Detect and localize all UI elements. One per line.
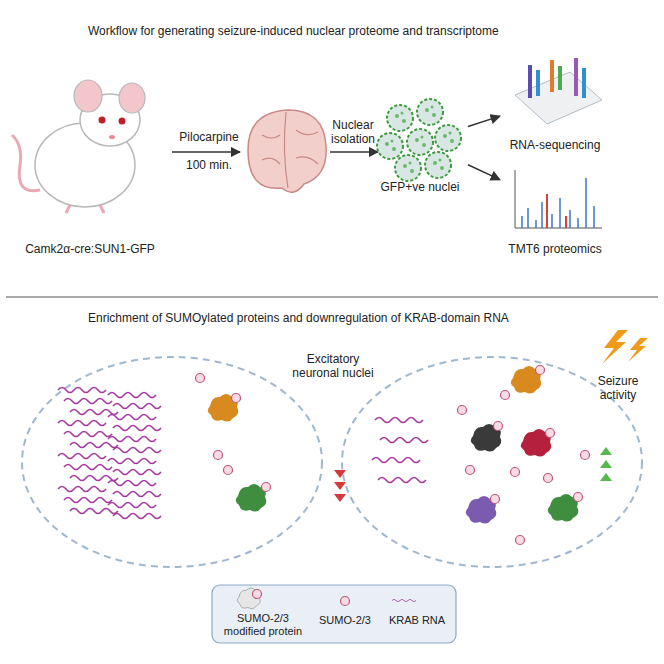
- brain: [248, 110, 326, 192]
- divider: [6, 297, 658, 298]
- rna-strand: [372, 458, 420, 463]
- rna-strand: [70, 476, 118, 481]
- node-label: GFP+ve nuclei: [380, 180, 459, 194]
- node-label: TMT6 proteomics: [508, 242, 601, 256]
- rna-strand: [64, 399, 112, 404]
- illustration-node: RNA-sequencing: [500, 54, 610, 152]
- rna-strand: [58, 421, 106, 426]
- legend-label: SUMO-2/3: [308, 614, 382, 627]
- krab-rna: [58, 388, 428, 519]
- arrow: [330, 151, 378, 153]
- rna-strand: [108, 503, 156, 508]
- legend-label: KRAB RNA: [382, 614, 452, 627]
- illustration-node: TMT6 proteomics: [500, 164, 610, 256]
- rna-strand: [108, 459, 156, 464]
- arrow: [172, 151, 240, 153]
- node-label: RNA-sequencing: [510, 138, 601, 152]
- legend-label: SUMO-2/3 modified protein: [222, 612, 304, 638]
- rna-strand: [375, 418, 423, 423]
- section-title: Enrichment of SUMOylated proteins and do…: [88, 311, 648, 325]
- legend-box: [212, 585, 456, 643]
- mass-spectrum: [515, 170, 602, 228]
- node-label: Camk2α-cre:SUN1-GFP: [25, 242, 155, 256]
- rna-strand: [108, 481, 156, 486]
- nucleus-outline: [22, 357, 322, 567]
- rna-strand: [113, 492, 161, 497]
- stimulus-label: Seizure activity: [578, 374, 658, 402]
- section-title: Workflow for generating seizure-induced …: [88, 24, 648, 38]
- rna-strand: [64, 498, 112, 503]
- mouse: [12, 80, 145, 213]
- arrow-connector: [468, 116, 500, 126]
- rna-strand: [108, 437, 156, 442]
- up-triangles: [600, 447, 612, 481]
- rna-strand: [108, 415, 156, 420]
- rna-strand: [380, 438, 428, 443]
- rna-strand: [113, 404, 161, 409]
- illustration-node: GFP+ve nuclei: [372, 100, 468, 194]
- rna-strand: [70, 443, 118, 448]
- rna-strand: [70, 509, 118, 514]
- lightning: [602, 330, 648, 364]
- microarray: [515, 58, 602, 124]
- down-triangles: [334, 470, 346, 502]
- rna-strand: [58, 454, 106, 459]
- cell-type-label: Excitatory neuronal nuclei: [292, 352, 374, 380]
- rna-strand: [70, 410, 118, 415]
- rna-strand: [58, 388, 106, 393]
- rna-strand: [64, 465, 112, 470]
- rna-strand: [58, 487, 106, 492]
- rna-strand: [113, 470, 161, 475]
- rna-strand: [113, 448, 161, 453]
- rna-strand: [113, 426, 161, 431]
- nucleus-outline: [342, 357, 642, 567]
- rna-strand: [378, 478, 426, 483]
- rna-strand: [64, 432, 112, 437]
- arrow-connector: [468, 165, 500, 180]
- time-label: 100 min.: [174, 158, 244, 172]
- rna-strand: [113, 514, 161, 519]
- drug-label: Pilocarpine: [174, 130, 244, 144]
- step-label: Nuclear isolation: [318, 118, 388, 146]
- nuclei-cluster: [377, 99, 461, 181]
- illustration-node: Camk2α-cre:SUN1-GFP: [20, 80, 160, 256]
- rna-strand: [108, 393, 156, 398]
